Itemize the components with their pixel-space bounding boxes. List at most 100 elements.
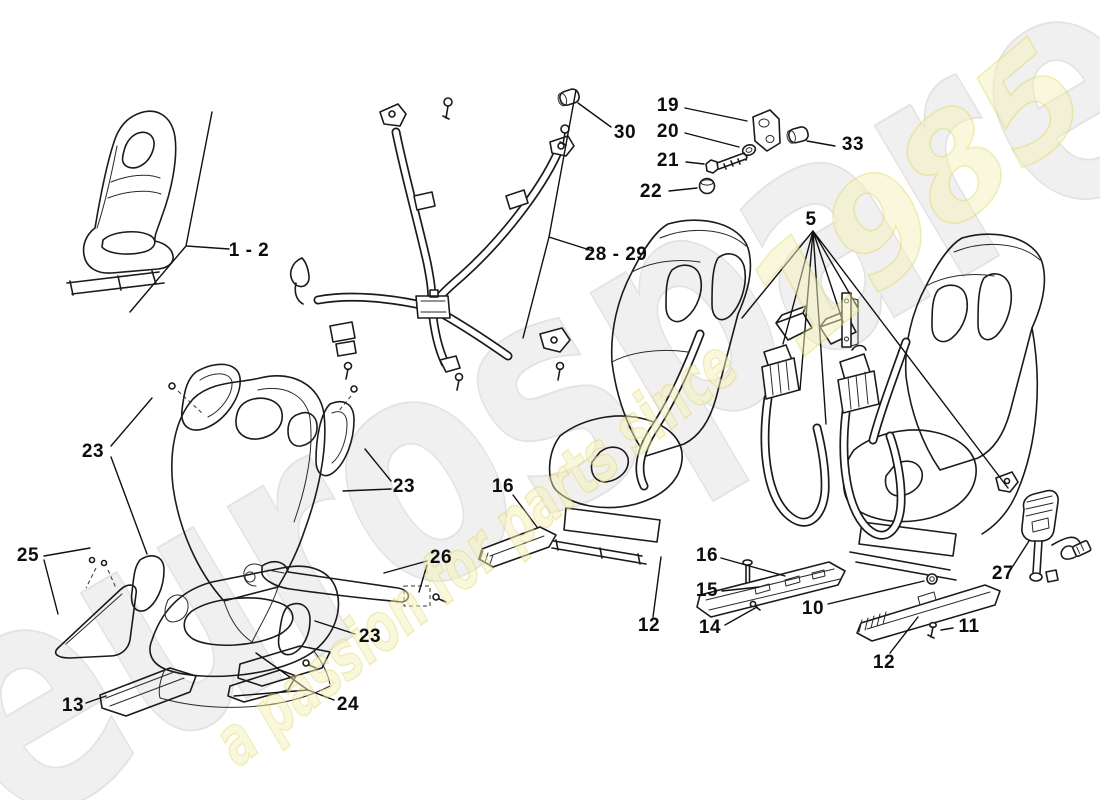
leader-lines xyxy=(43,89,1030,704)
top-anchor-right xyxy=(549,135,575,157)
callout-16-left[interactable]: 16 xyxy=(491,476,515,497)
pan-frame xyxy=(158,586,331,708)
callout-20[interactable]: 20 xyxy=(656,121,680,142)
callout-13[interactable]: 13 xyxy=(61,695,85,716)
seat-rails xyxy=(66,270,165,296)
callout-30[interactable]: 30 xyxy=(613,122,637,143)
backrest-seams xyxy=(96,145,162,229)
screw-icon xyxy=(302,659,317,669)
tray-inner-lines xyxy=(105,671,185,707)
bolt-icon xyxy=(454,372,464,391)
plug-part-22 xyxy=(698,177,716,195)
belt-end-plate xyxy=(995,471,1019,493)
slide-rail-16-left xyxy=(478,526,557,568)
screw-icon xyxy=(85,556,117,589)
callout-33[interactable]: 33 xyxy=(841,134,865,155)
seat-adapter xyxy=(563,507,661,543)
callout-16-middle[interactable]: 16 xyxy=(695,545,719,566)
center-buckle xyxy=(415,289,451,319)
buckle-cable xyxy=(1051,536,1083,560)
callout-25[interactable]: 25 xyxy=(16,545,40,566)
pan-cushion-oval xyxy=(183,597,294,647)
seat-left-of-pair xyxy=(547,219,752,565)
screw-icon xyxy=(403,585,447,607)
trim-inner-line xyxy=(65,593,123,645)
pads-and-trims xyxy=(54,363,447,717)
callout-23-left[interactable]: 23 xyxy=(81,441,105,462)
callout-12-right[interactable]: 12 xyxy=(872,652,896,673)
rail-detail xyxy=(479,535,545,565)
belt-retractor xyxy=(837,344,880,414)
screw-icon xyxy=(168,382,203,414)
callout-21[interactable]: 21 xyxy=(656,150,680,171)
callout-11[interactable]: 11 xyxy=(958,616,980,637)
cushion-outline xyxy=(548,415,683,509)
callout-24[interactable]: 24 xyxy=(336,694,360,715)
bolt-part-21 xyxy=(705,152,748,174)
callout-23-upper-right[interactable]: 23 xyxy=(392,476,416,497)
backrest-outline xyxy=(904,233,1046,471)
washer-10 xyxy=(926,573,938,585)
callout-27[interactable]: 27 xyxy=(991,563,1015,584)
seat-belt-buckle-27 xyxy=(1021,489,1092,583)
seat-shell-outline xyxy=(82,110,177,274)
shell-window xyxy=(287,411,318,447)
bolt-icon xyxy=(442,97,453,120)
shell-window xyxy=(235,397,283,440)
headrest-window xyxy=(931,284,968,343)
bracket-hole xyxy=(758,118,770,128)
end-fitting xyxy=(1045,569,1059,583)
support-bracket-part-26 xyxy=(261,560,410,603)
callout-26[interactable]: 26 xyxy=(429,547,453,568)
seat-assembly-single xyxy=(66,110,177,296)
rails-and-fittings xyxy=(478,489,1092,642)
side-pad-upper-right xyxy=(315,400,355,477)
callout-seat-assembly-1-2[interactable]: 1 - 2 xyxy=(228,240,270,261)
callout-23-lower[interactable]: 23 xyxy=(358,626,382,647)
anchor-hole xyxy=(388,110,396,118)
callout-12-left[interactable]: 12 xyxy=(637,615,661,636)
bolt-icon xyxy=(555,361,565,381)
backrest-seams xyxy=(611,229,747,363)
side-pad-lower-left xyxy=(130,555,165,612)
crotch-fitting xyxy=(439,355,461,373)
bracket-hole xyxy=(765,135,775,143)
plate-hole xyxy=(1003,477,1011,485)
belt-hardware-center xyxy=(760,292,906,540)
locating-pin-15 xyxy=(742,559,753,583)
shell-inner-line xyxy=(257,388,312,523)
bushing-part-30 xyxy=(557,88,580,107)
spacer-part-33 xyxy=(786,126,809,144)
callout-15[interactable]: 15 xyxy=(695,580,719,601)
seat-right-of-pair xyxy=(842,233,1046,581)
slide-rail-12-right xyxy=(856,584,1001,642)
belt-guide-wedge xyxy=(775,305,813,341)
right-edge-sweep xyxy=(981,327,1039,535)
side-pad-lower-right xyxy=(277,602,311,656)
seat-rails xyxy=(547,539,647,565)
pan-side-window xyxy=(164,594,189,623)
callout-19[interactable]: 19 xyxy=(656,95,680,116)
bracket-end-detail xyxy=(243,563,285,587)
rail-detail xyxy=(705,568,841,611)
screw-icon xyxy=(337,385,358,413)
headrest-window xyxy=(977,273,1012,341)
callout-22[interactable]: 22 xyxy=(639,181,663,202)
side-trim-part-25 xyxy=(54,584,138,659)
rail-detail xyxy=(858,591,991,633)
callout-14[interactable]: 14 xyxy=(698,617,722,638)
headrest-window xyxy=(121,131,155,169)
callout-harness-28-29[interactable]: 28 - 29 xyxy=(584,244,648,265)
screw-14 xyxy=(749,600,761,611)
lower-adjuster xyxy=(329,321,357,357)
cushion-oval xyxy=(101,231,156,255)
callout-5[interactable]: 5 xyxy=(805,209,817,230)
top-anchor-left xyxy=(379,103,407,127)
lower-anchor xyxy=(539,327,571,353)
anchor-hole xyxy=(550,336,558,344)
callout-10[interactable]: 10 xyxy=(801,598,825,619)
side-pad-upper-left xyxy=(181,363,241,431)
bolt-icon xyxy=(343,361,353,380)
